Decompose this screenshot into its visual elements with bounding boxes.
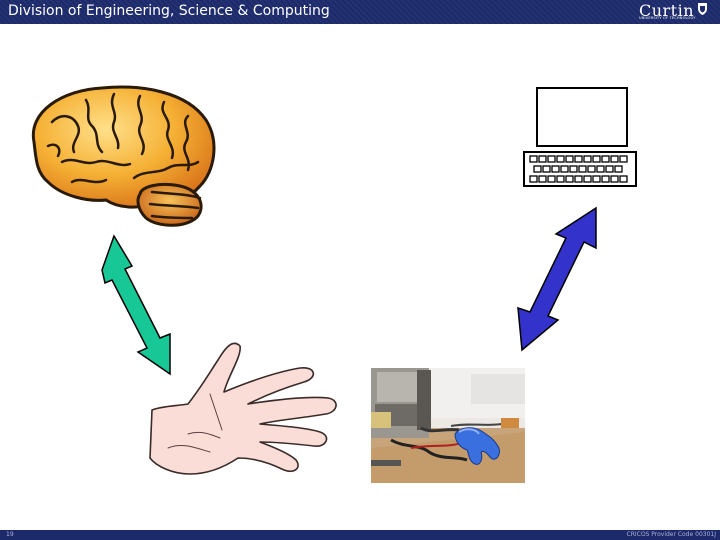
- hand-icon: [149, 342, 337, 475]
- logo-text: Curtin: [638, 1, 694, 20]
- blue-double-arrow-icon: [517, 206, 597, 352]
- brain-icon: [31, 85, 216, 227]
- computer-icon: [523, 87, 637, 187]
- footer-bar: 19 CRICOS Provider Code 00301J: [0, 530, 720, 540]
- logo-subtext: UNIVERSITY OF TECHNOLOGY: [638, 16, 696, 20]
- page-number: 19: [6, 531, 14, 538]
- header-bar: Division of Engineering, Science & Compu…: [0, 0, 720, 24]
- header-title: Division of Engineering, Science & Compu…: [8, 3, 330, 19]
- shield-icon: [698, 3, 707, 15]
- cricos-code: CRICOS Provider Code 00301J: [626, 531, 717, 538]
- robot-hand-photo: [371, 368, 525, 483]
- green-double-arrow-icon: [101, 234, 171, 376]
- curtin-logo: Curtin UNIVERSITY OF TECHNOLOGY: [639, 1, 708, 23]
